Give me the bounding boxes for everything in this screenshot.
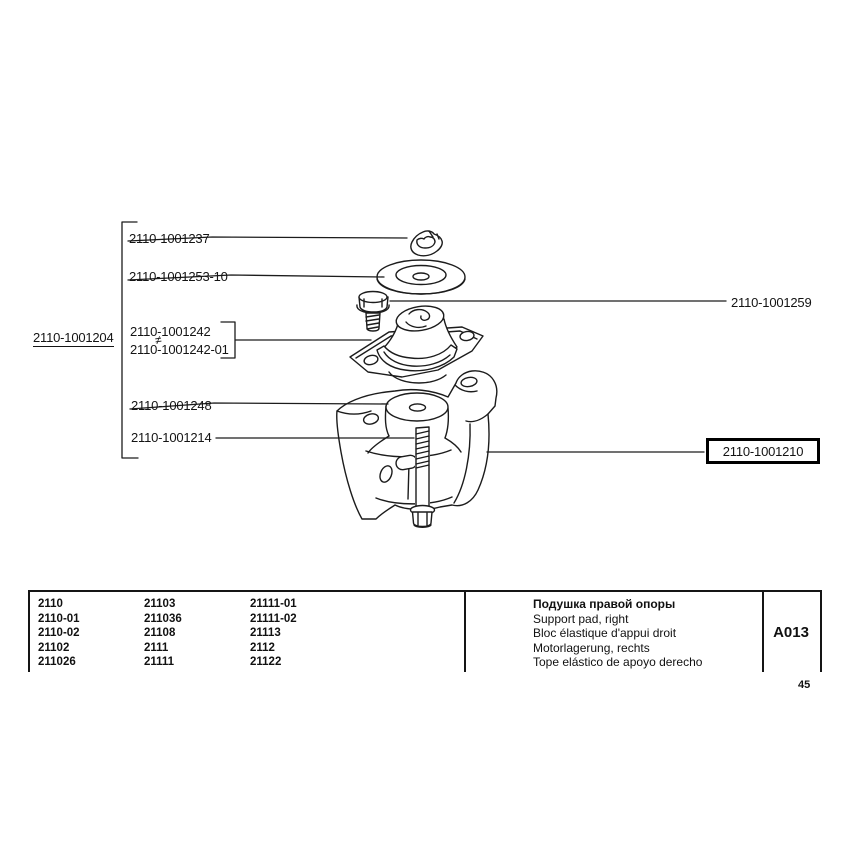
applicability-table: 2110 2110-01 2110-02 21102 211026 21103 …	[28, 590, 822, 672]
model-codes-column-2: 21103 211036 21108 2111 21111	[144, 597, 182, 670]
callout-2110-1001242-01: 2110-1001242-01	[130, 342, 229, 357]
model-code: 21113	[250, 627, 281, 640]
model-code: 21111-02	[250, 612, 297, 625]
callout-2110-1001242: 2110-1001242	[130, 324, 211, 339]
callout-2110-1001237: 2110-1001237	[129, 231, 210, 246]
model-code: 21108	[144, 627, 176, 640]
part-bolt-long	[409, 426, 436, 528]
part-descriptions: Подушка правой опоры Support pad, right …	[533, 597, 702, 670]
model-codes-column-1: 2110 2110-01 2110-02 21102 211026	[38, 597, 80, 670]
model-code: 21122	[250, 656, 282, 669]
model-code: 21102	[38, 641, 70, 654]
callout-2110-1001253-10: 2110-1001253-10	[129, 269, 228, 284]
callout-2110-1001248: 2110-1001248	[131, 398, 212, 413]
highlight-box-2110-1001210: 2110-1001210	[706, 438, 820, 464]
model-code: 2110-01	[38, 612, 80, 625]
model-code: 21111	[144, 656, 175, 669]
model-code: 2111	[144, 641, 169, 654]
leader-lines	[121, 221, 727, 459]
description-ru: Подушка правой опоры	[533, 597, 676, 611]
model-code: 211026	[38, 656, 76, 669]
group-callout-2110-1001204: 2110-1001204	[33, 330, 114, 347]
description-en: Support pad, right	[533, 611, 629, 626]
leader-1001253	[127, 274, 385, 281]
part-bolt-short	[356, 290, 390, 332]
part-support-upper	[349, 305, 484, 384]
model-codes-column-3: 21111-01 21111-02 21113 2112 21122	[250, 597, 297, 670]
bracket-1001242	[220, 321, 372, 359]
callout-2110-1001259: 2110-1001259	[731, 295, 812, 310]
leader-1001248	[129, 402, 389, 410]
part-buffer	[410, 230, 443, 257]
description-es: Tope elástico de apoyo derecho	[533, 655, 703, 670]
model-code: 21111-01	[250, 598, 297, 610]
section-code: A013	[773, 623, 809, 641]
page-number: 45	[798, 679, 811, 691]
part-washer-upper	[376, 259, 466, 295]
model-code: 2110-02	[38, 627, 80, 640]
description-de: Motorlagerung, rechts	[533, 640, 650, 655]
table-divider	[464, 592, 466, 672]
model-code: 2112	[250, 641, 275, 654]
model-code: 2110	[38, 598, 63, 610]
model-code: 21103	[144, 598, 176, 610]
model-code: 211036	[144, 612, 182, 625]
leader-1001237	[127, 236, 408, 242]
part-washer-lower	[385, 392, 449, 422]
callout-2110-1001210: 2110-1001210	[722, 443, 804, 459]
group-bracket	[121, 221, 139, 459]
table-divider	[762, 592, 764, 672]
callout-2110-1001214: 2110-1001214	[131, 430, 212, 445]
description-fr: Bloc élastique d'appui droit	[533, 626, 677, 641]
